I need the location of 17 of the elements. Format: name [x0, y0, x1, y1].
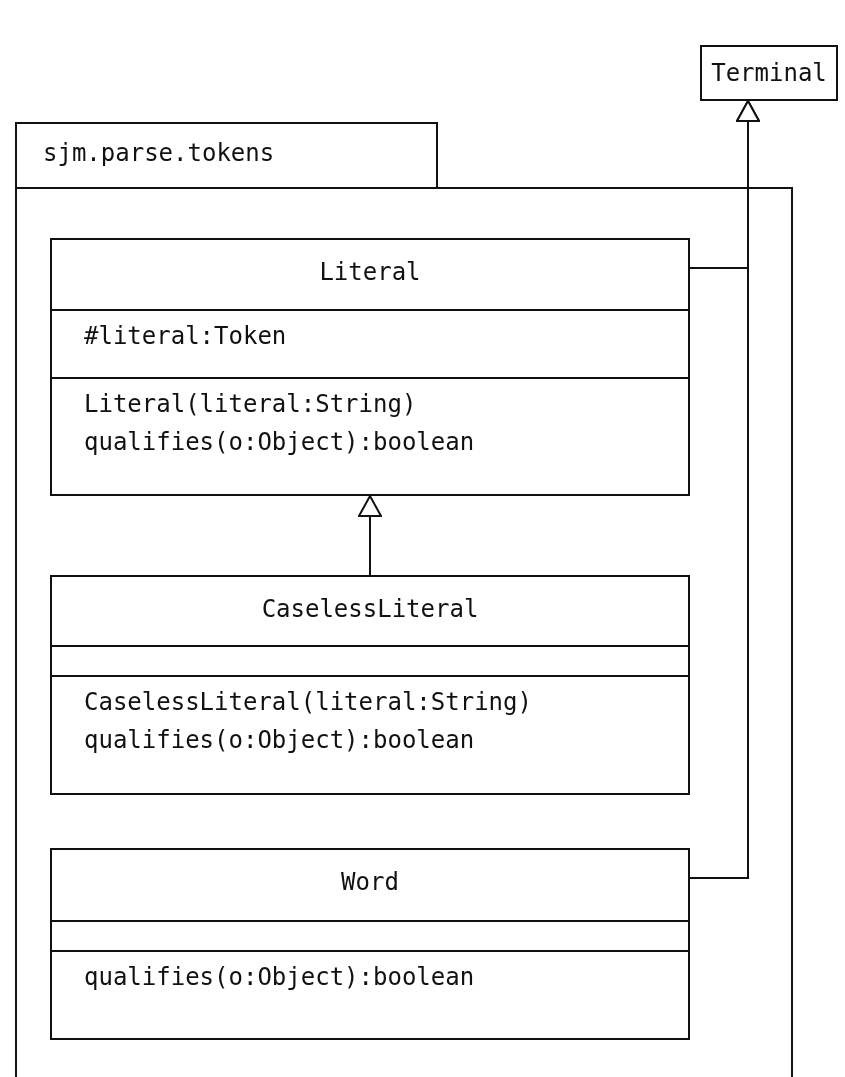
attribute: #literal:Token: [84, 321, 288, 352]
class-name: Word: [340, 867, 400, 898]
operation: qualifies(o:Object):boolean: [84, 427, 476, 458]
class-box: [50, 848, 690, 1040]
generalization-arrow: [358, 495, 382, 576]
operation: CaselessLiteral(literal:String): [84, 687, 533, 718]
class-box: [700, 45, 838, 101]
class-name: Literal: [318, 257, 422, 288]
generalization-arrow: [689, 100, 760, 879]
class-name: Terminal: [710, 58, 828, 89]
operation: qualifies(o:Object):boolean: [84, 962, 476, 993]
operation: qualifies(o:Object):boolean: [84, 725, 476, 756]
class-name: CaselessLiteral: [260, 594, 480, 625]
class-box: [50, 238, 690, 496]
class-box: [50, 575, 690, 795]
package-name: sjm.parse.tokens: [43, 138, 275, 169]
operation: Literal(literal:String): [84, 389, 418, 420]
